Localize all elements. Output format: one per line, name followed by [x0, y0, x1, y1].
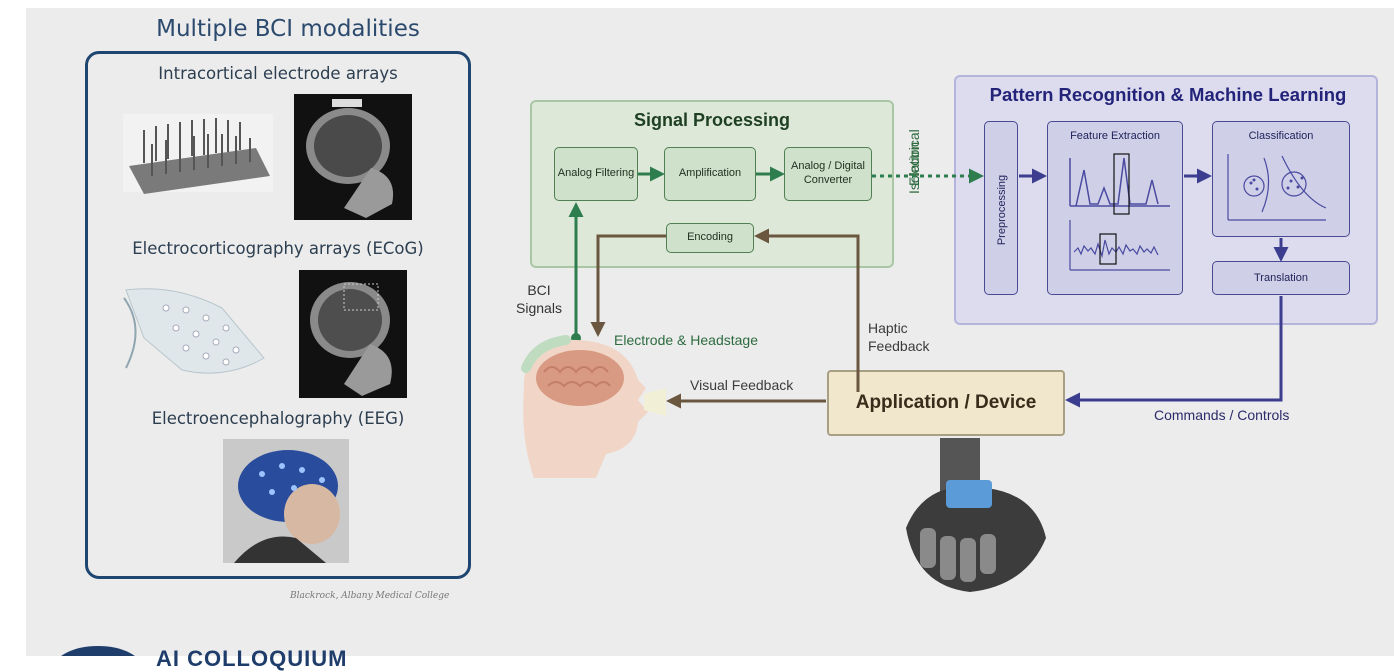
eeg-cap-image — [223, 439, 349, 563]
eeg-label: Electroencephalography (EEG) — [151, 409, 405, 428]
commands-controls-label: Commands / Controls — [1154, 407, 1290, 423]
feature-noise-plot — [1069, 220, 1170, 271]
intracortical-label: Intracortical electrode arrays — [158, 64, 398, 83]
head-illustration — [521, 335, 648, 478]
amplification-block: Amplification — [664, 147, 756, 201]
translation-block: Translation — [1212, 261, 1350, 295]
encoding-block: Encoding — [666, 223, 754, 253]
classification-label: Classification — [1248, 130, 1314, 142]
image-credit: Blackrock, Albany Medical College — [290, 591, 450, 601]
feature-extraction-label: Feature Extraction — [1070, 130, 1160, 142]
ecog-label: Electrocorticography arrays (ECoG) — [132, 239, 424, 258]
arrow-encoding-to-brain — [590, 234, 666, 337]
intracortical-array-image — [123, 114, 273, 194]
footer-logo-text: AI COLLOQUIUM — [156, 646, 348, 671]
classification-block — [1212, 121, 1350, 237]
bci-signals-label-1: BCI — [527, 282, 551, 298]
signal-processing-title: Signal Processing — [633, 110, 791, 130]
pattern-recognition-title: Pattern Recognition & Machine Learning — [989, 84, 1347, 105]
electrode-headstage-label: Electrode & Headstage — [614, 332, 758, 348]
haptic-feedback-label-2: Feedback — [868, 338, 930, 354]
classification-scatter-plot — [1227, 154, 1327, 221]
modalities-panel — [85, 51, 471, 579]
visual-feedback-label: Visual Feedback — [690, 377, 794, 393]
bci-signals-label-2: Signals — [516, 300, 562, 316]
slide: Multiple BCI modalities Intracortical el… — [26, 8, 1394, 671]
arrow-commands-controls — [1065, 296, 1283, 408]
robotic-arm-image — [906, 438, 1046, 592]
eye-glow — [644, 388, 666, 416]
xray-skull-image-2 — [299, 270, 407, 398]
footer-logo-icon — [61, 646, 135, 656]
application-device-box: Application / Device — [827, 370, 1065, 436]
xray-skull-image-1 — [294, 94, 412, 220]
haptic-feedback-label-1: Haptic — [868, 320, 908, 336]
preprocessing-block — [984, 121, 1018, 295]
ecog-grid-image — [123, 288, 265, 374]
diagram-graphics — [61, 94, 1327, 656]
modalities-title: Multiple BCI modalities — [156, 16, 420, 42]
arrow-haptic-to-encoding — [754, 228, 860, 392]
analog-filtering-block: Analog Filtering — [554, 147, 638, 201]
adc-block: Analog / Digital Converter — [784, 147, 872, 201]
feature-spike-plot — [1069, 153, 1170, 215]
